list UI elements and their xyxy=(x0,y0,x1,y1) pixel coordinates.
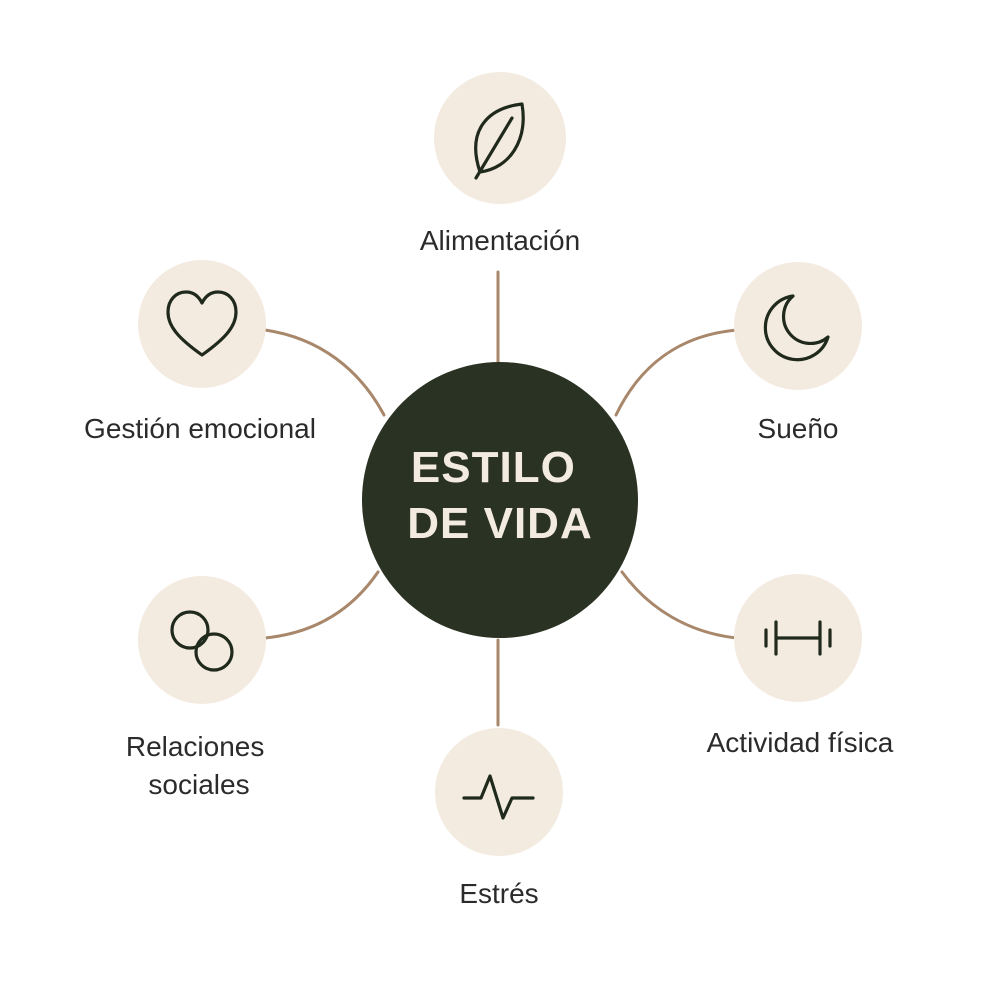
node-estres: Estrés xyxy=(435,728,563,909)
label-gestion-emocional: Gestión emocional xyxy=(84,413,316,444)
label-sueno: Sueño xyxy=(758,413,839,444)
connectors xyxy=(263,270,739,727)
connector-gestion-emocional xyxy=(263,328,386,417)
dumbbell-icon xyxy=(764,620,832,656)
connector-relaciones-sociales xyxy=(263,570,380,640)
leaf-icon xyxy=(474,102,525,180)
node-alimentacion: Alimentación xyxy=(420,72,580,256)
node-circle-estres xyxy=(435,728,563,856)
pulse-icon xyxy=(462,774,535,820)
node-sueno: Sueño xyxy=(734,262,862,444)
label-relaciones-sociales: Relaciones sociales xyxy=(126,731,272,800)
node-gestion-emocional: Gestión emocional xyxy=(84,260,316,444)
node-circle-sueno xyxy=(734,262,862,390)
node-actividad-fisica: Actividad física xyxy=(707,574,894,758)
node-circle-gestion-emocional xyxy=(138,260,266,388)
label-actividad-fisica: Actividad física xyxy=(707,727,894,758)
heart-icon xyxy=(166,290,238,357)
center-circle xyxy=(362,362,638,638)
center-title: ESTILO DE VIDA xyxy=(407,443,592,548)
moon-icon xyxy=(763,294,830,362)
linked-circles-icon xyxy=(170,610,234,672)
connector-actividad-fisica xyxy=(620,570,739,640)
label-alimentacion: Alimentación xyxy=(420,225,580,256)
label-estres: Estrés xyxy=(459,878,538,909)
node-relaciones-sociales: Relaciones sociales xyxy=(126,576,272,800)
connector-sueno xyxy=(614,328,739,417)
center-node: ESTILO DE VIDA xyxy=(362,362,638,638)
